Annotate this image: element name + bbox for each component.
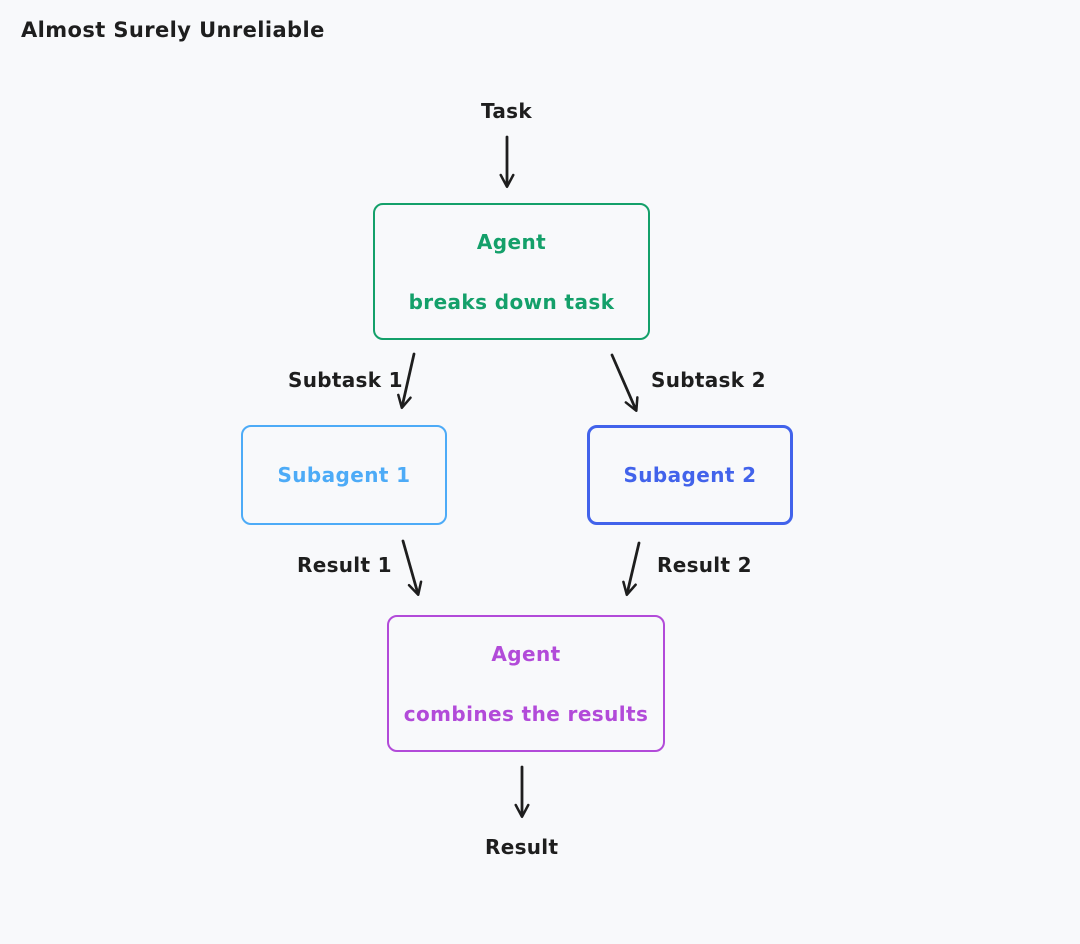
subagent1-label: Subagent 1 bbox=[277, 463, 411, 487]
subagent2-label: Subagent 2 bbox=[623, 463, 757, 487]
subtask1-label: Subtask 1 bbox=[288, 368, 403, 392]
subagent1-node: Subagent 1 bbox=[241, 425, 447, 525]
agent-combine-node: Agent combines the results bbox=[387, 615, 665, 752]
arrow-agent-to-subagent1 bbox=[397, 352, 416, 410]
result1-label: Result 1 bbox=[297, 553, 392, 577]
subtask2-label: Subtask 2 bbox=[651, 368, 766, 392]
subagent2-node: Subagent 2 bbox=[587, 425, 793, 525]
agent-breakdown-title: Agent bbox=[476, 229, 547, 254]
page-title: Almost Surely Unreliable bbox=[21, 18, 325, 42]
arrow-agent-to-subagent2 bbox=[610, 353, 639, 412]
agent-breakdown-node: Agent breaks down task bbox=[373, 203, 650, 340]
arrow-subagent2-to-combine bbox=[622, 541, 641, 597]
agent-combine-title: Agent bbox=[491, 641, 561, 666]
arrow-subagent1-to-combine bbox=[401, 539, 423, 597]
result2-label: Result 2 bbox=[657, 553, 752, 577]
task-label: Task bbox=[481, 99, 532, 123]
agent-combine-subtitle: combines the results bbox=[403, 701, 649, 726]
result-label: Result bbox=[485, 835, 559, 859]
agent-breakdown-subtitle: breaks down task bbox=[408, 289, 615, 314]
